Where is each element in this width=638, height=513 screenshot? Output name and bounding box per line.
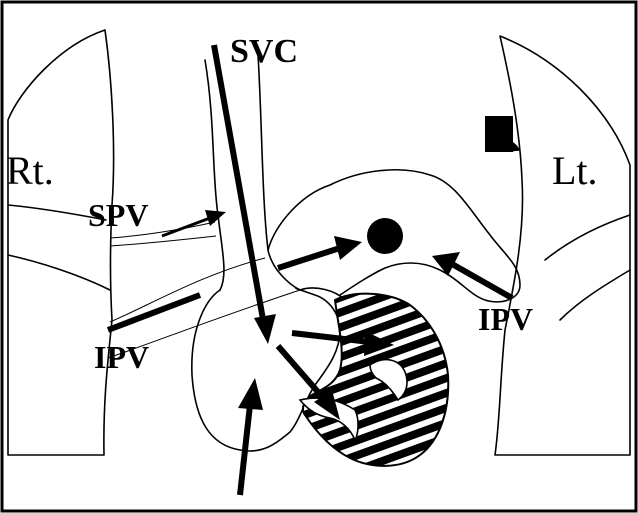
left-lung-fissure-lower [560,270,630,320]
left-ipv-to-la-arrow [432,252,512,298]
left-atrium-marker-dot [367,218,403,254]
ipv-right-label: IPV [94,339,149,375]
ipv-left-label: IPV [478,301,533,337]
left-side-label: Lt. [552,148,598,193]
ivc-flow-arrow [238,378,263,495]
right-lung [8,30,114,455]
spv-flow-arrow [162,210,226,236]
left-lung [495,36,630,455]
left-lung-fissure-upper [545,215,630,260]
right-ipv-thick-line [108,295,200,330]
right-ipv-vein [110,258,265,322]
spv-label: SPV [88,197,148,233]
right-lung-fissure-lower [8,255,110,290]
svc-label: SVC [230,33,298,70]
svc-vessel-wall [258,55,300,290]
right-pv-to-la-arrow [278,236,362,268]
ventricle-striped [303,294,448,466]
right-spv-vein-lower [110,236,216,246]
right-side-label: Rt. [6,148,54,193]
svc-flow-arrow [214,45,276,344]
left-lung-marker-square [485,116,520,152]
